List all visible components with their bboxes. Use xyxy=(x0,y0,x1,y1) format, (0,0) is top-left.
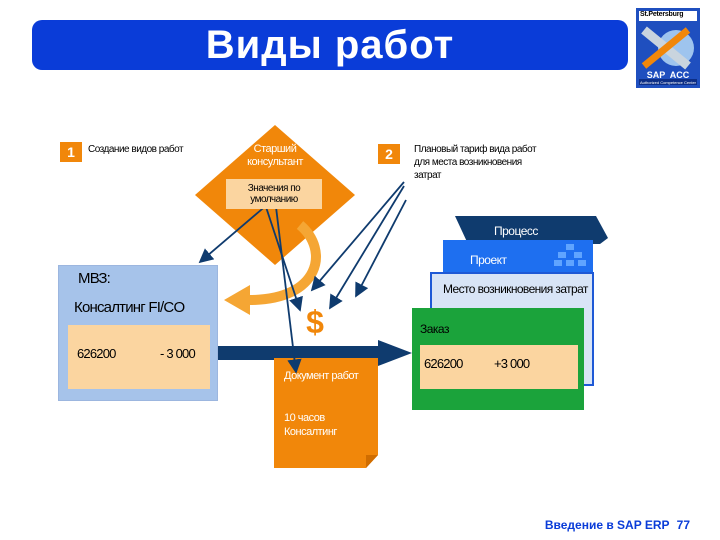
big-arrow-head xyxy=(378,340,412,366)
consultant-defaults xyxy=(226,179,322,209)
cost-center-label: Место возникновения затрат xyxy=(443,282,588,296)
order-account: 626200 xyxy=(424,356,463,371)
document-shape xyxy=(274,358,378,468)
logo-brand: SAP ACC xyxy=(646,70,690,80)
process-banner xyxy=(455,216,608,244)
mvz-label: МВЗ: xyxy=(78,270,111,287)
mvz-amount: - 3 000 xyxy=(160,346,196,361)
document-title: Документ работ xyxy=(284,370,359,382)
currency-symbol: $ xyxy=(306,304,324,340)
consultant-title: Старший консультант xyxy=(247,143,303,168)
mvz-name: Консалтинг FI/CO xyxy=(74,299,185,316)
order-label: Заказ xyxy=(420,322,449,336)
process-label: Процесс xyxy=(494,224,538,238)
logo-top-text: St.Petersburg xyxy=(640,11,684,18)
cycle-arrow xyxy=(249,221,321,305)
order-posting-box xyxy=(420,345,578,389)
logo-tagline: Authorized Competence Center xyxy=(639,80,697,85)
step-1-text: Создание видов работ xyxy=(88,144,184,155)
step-1-badge: 1 xyxy=(60,142,82,162)
document-details: 10 часов Консалтинг xyxy=(284,412,337,438)
step-2-text: Плановый тариф вида работ для места возн… xyxy=(414,144,537,181)
title-bar xyxy=(32,20,628,70)
project-label: Проект xyxy=(470,253,507,267)
footer-caption: Введение в SAP ERP xyxy=(544,518,670,532)
mvz-account: 626200 xyxy=(77,346,116,361)
consultant-defaults-text: Значения по умолчанию xyxy=(247,183,301,205)
order-amount: +3 000 xyxy=(494,356,530,371)
mvz-posting-box xyxy=(68,325,210,389)
footer-text: Введение в SAP ERP 77 xyxy=(480,518,690,532)
step-2-badge: 2 xyxy=(378,144,400,164)
big-arrow-shaft xyxy=(216,346,381,360)
page-number: 77 xyxy=(676,518,690,532)
page-title: Виды работ xyxy=(205,23,455,67)
sap-acc-logo xyxy=(636,8,700,88)
